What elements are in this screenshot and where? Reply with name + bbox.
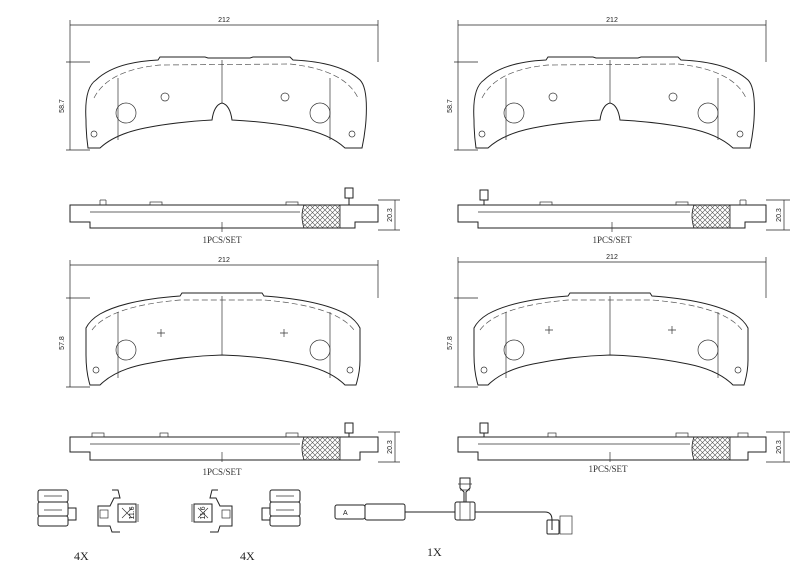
clip-quantity: 4X <box>74 549 89 563</box>
side-view: 20.3 1PCS/SET <box>69 422 400 477</box>
side-view: 20.3 1PCS/SET <box>457 422 790 474</box>
quantity-caption: 1PCS/SET <box>202 467 242 477</box>
thickness-dimension: 20.3 <box>776 440 783 454</box>
clip-quantity: 4X <box>240 549 255 563</box>
abutment-clip-left: 11.6 4X <box>37 489 139 563</box>
pad-bottom-right: 212 57.8 20.3 1PCS/SET <box>447 254 790 474</box>
quantity-caption: 1PCS/SET <box>202 235 242 245</box>
height-dimension: 57.8 <box>59 336 66 350</box>
sensor-quantity: 1X <box>427 545 442 559</box>
wear-sensor: A 1X <box>334 477 573 559</box>
side-view: 20.3 1PCS/SET <box>457 189 790 245</box>
thickness-dimension: 20.3 <box>387 208 394 222</box>
quantity-caption: 1PCS/SET <box>588 464 628 474</box>
clip-dimension: 11.6 <box>129 506 136 519</box>
abutment-clip-right: 11.6 4X <box>191 489 301 563</box>
side-view: 20.3 1PCS/SET <box>69 187 400 245</box>
width-dimension: 212 <box>218 17 230 24</box>
width-dimension: 212 <box>606 17 618 24</box>
pad-top-left: 212 58.7 <box>59 17 400 245</box>
pad-bottom-left: 212 57.8 20.3 1PCS/SET <box>59 257 400 477</box>
sensor-label: A <box>343 510 348 517</box>
width-dimension: 212 <box>218 257 230 264</box>
pad-top-right: 212 58.7 20.3 <box>447 17 790 245</box>
height-dimension: 58.7 <box>59 99 66 113</box>
quantity-caption: 1PCS/SET <box>592 235 632 245</box>
height-dimension: 57.8 <box>447 336 454 350</box>
thickness-dimension: 20.3 <box>387 440 394 454</box>
thickness-dimension: 20.3 <box>776 208 783 222</box>
width-dimension: 212 <box>606 254 618 261</box>
height-dimension: 58.7 <box>447 99 454 113</box>
clip-dimension: 11.6 <box>200 506 207 519</box>
